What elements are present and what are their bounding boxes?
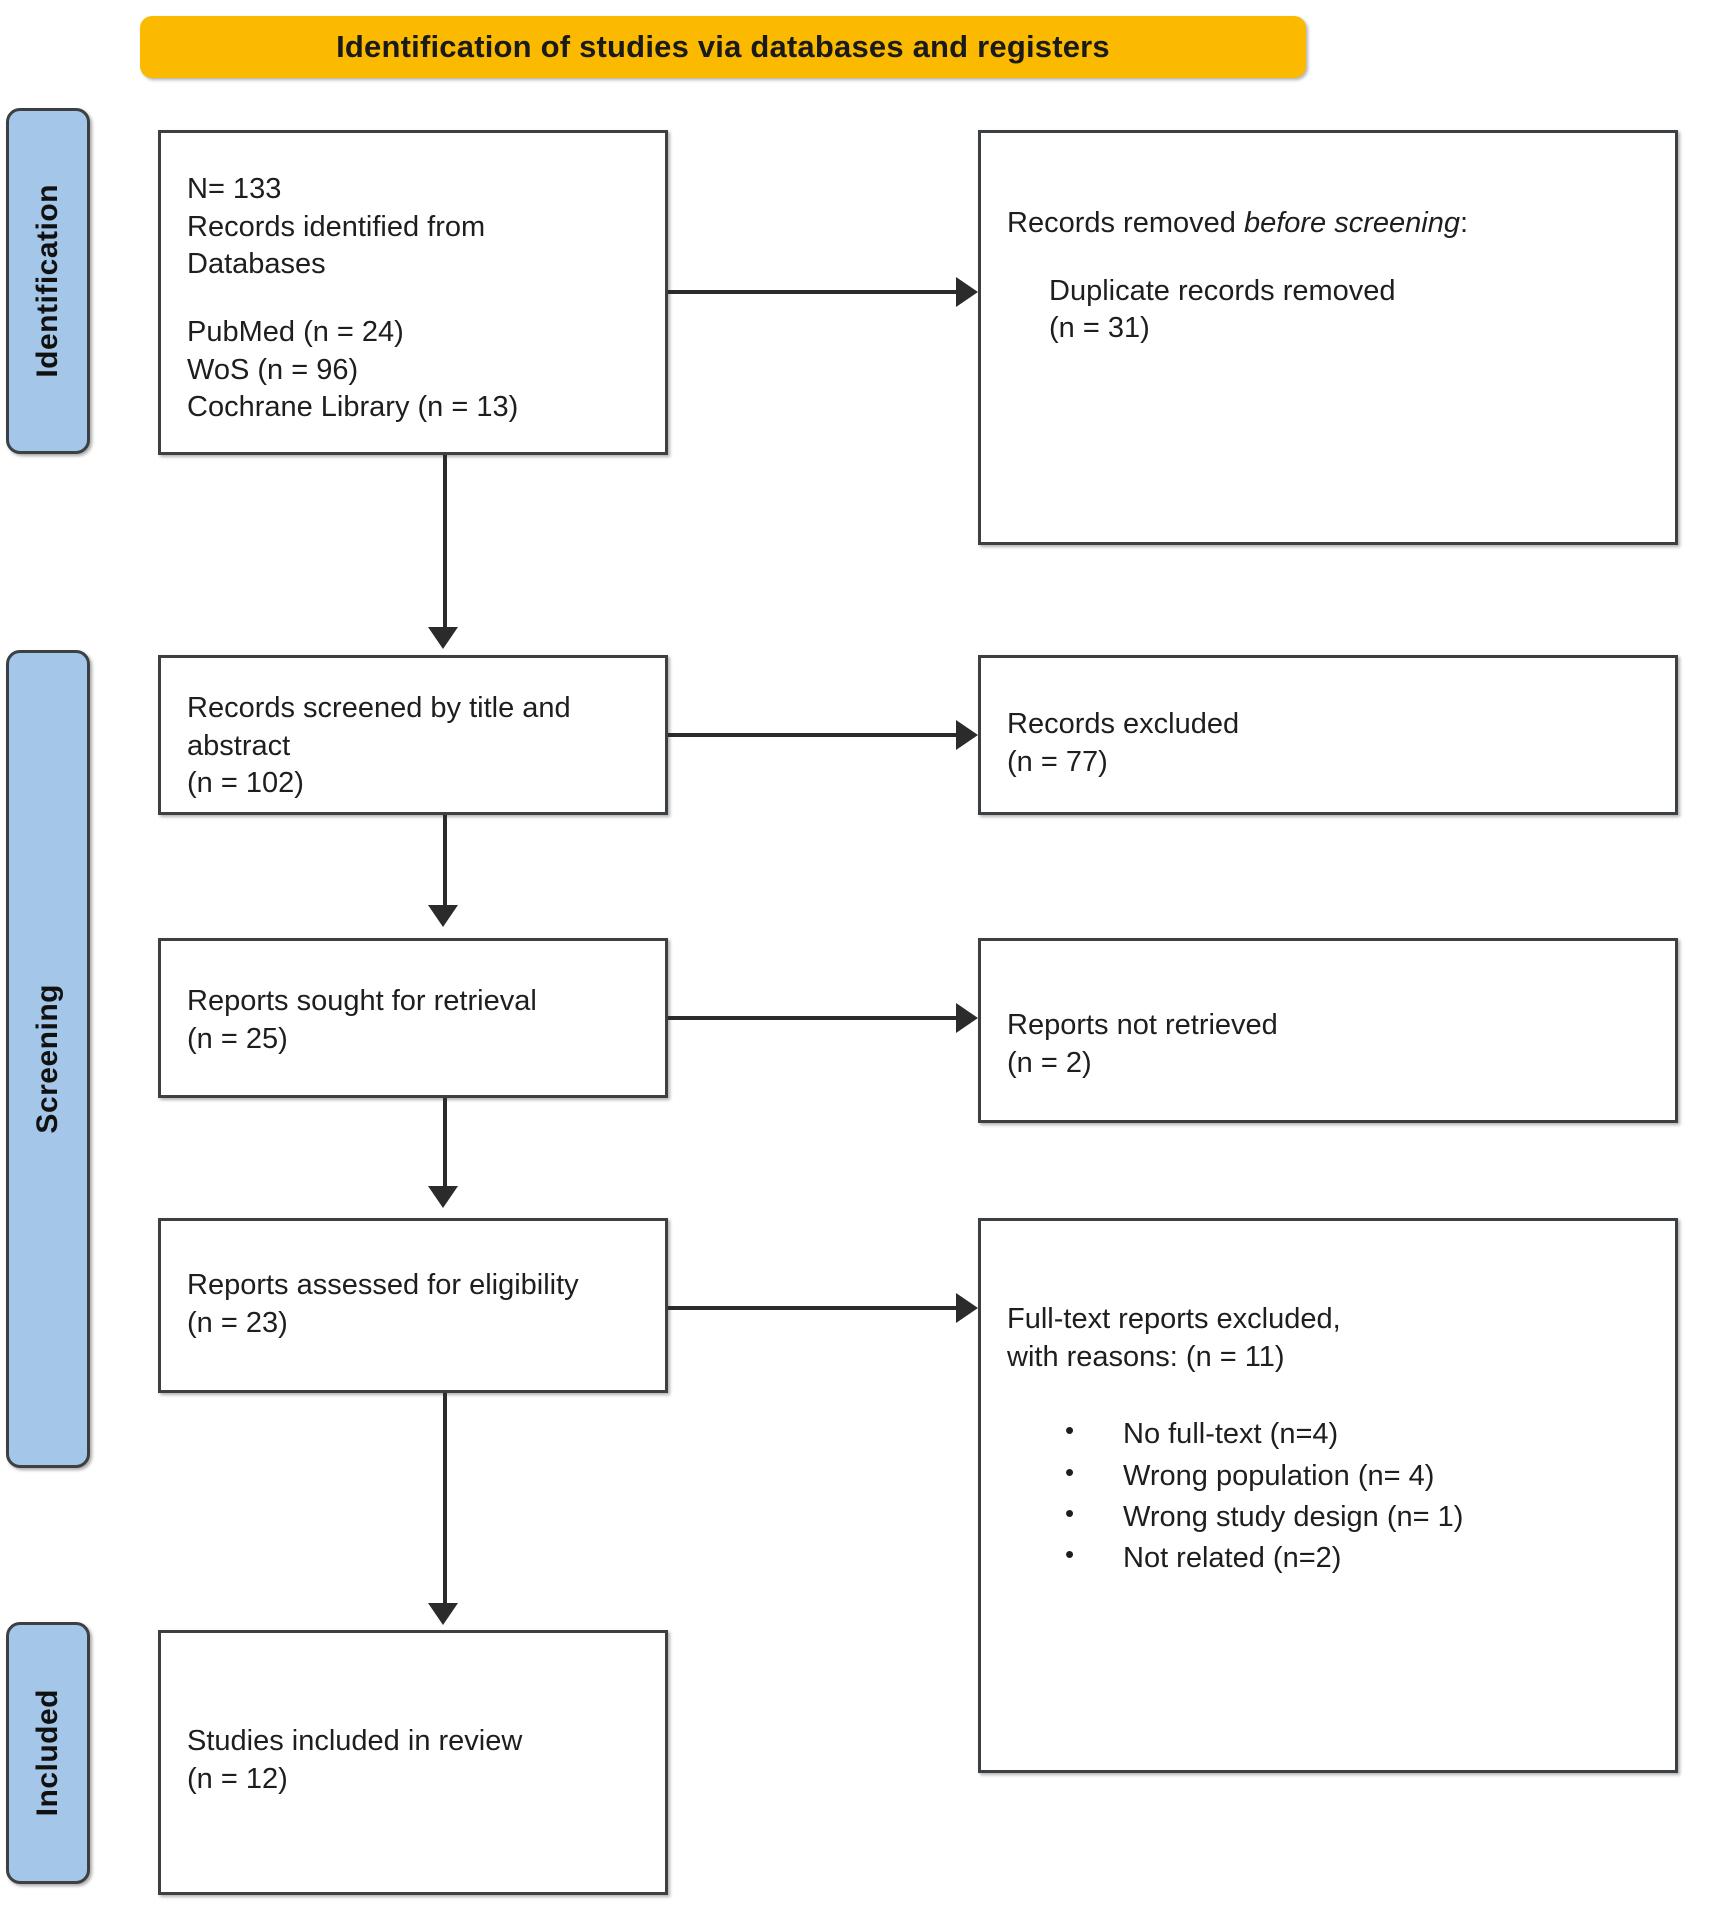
arrow-screened-to-excluded — [956, 720, 978, 750]
stage-label-identification: Identification — [6, 108, 90, 454]
fulltext-excluded-reasons-list: No full-text (n=4) Wrong population (n= … — [1007, 1412, 1649, 1579]
reports-sought-count: (n = 25) — [187, 1022, 288, 1055]
box-records-screened: Records screened by title and abstract (… — [158, 655, 668, 815]
records-removed-heading: Records removed before screening: — [1007, 205, 1649, 243]
arrow-screened-to-sought — [428, 905, 458, 927]
records-removed-heading-suffix: : — [1459, 207, 1469, 239]
connector-identified-to-removed — [668, 290, 956, 294]
list-item: No full-text (n=4) — [1065, 1412, 1649, 1455]
stage-label-screening: Screening — [6, 650, 90, 1468]
reports-not-retrieved-label: Reports not retrieved — [1007, 1009, 1278, 1041]
arrow-identified-to-screened — [428, 627, 458, 649]
arrow-sought-to-notretrieved — [956, 1003, 978, 1033]
reports-assessed-count: (n = 23) — [187, 1306, 288, 1339]
records-screened-label-2: abstract — [187, 729, 291, 762]
list-item: Wrong study design (n= 1) — [1065, 1495, 1649, 1538]
diagram-header-banner: Identification of studies via databases … — [140, 16, 1306, 78]
arrow-assessed-to-fulltext — [956, 1293, 978, 1323]
records-identified-label-2: Databases — [187, 248, 326, 281]
connector-sought-to-notretrieved — [668, 1016, 956, 1020]
records-identified-source-pubmed: PubMed (n = 24) — [187, 316, 404, 349]
records-screened-label-1: Records screened by title and — [187, 692, 571, 724]
connector-screened-to-excluded — [668, 733, 956, 737]
stage-label-identification-text: Identification — [31, 184, 64, 378]
records-identified-source-wos: WoS (n = 96) — [187, 353, 359, 386]
duplicate-records-removed-label: Duplicate records removed — [1049, 274, 1396, 307]
records-excluded-count: (n = 77) — [1007, 745, 1108, 778]
duplicate-records-removed-count: (n = 31) — [1049, 312, 1150, 345]
list-item: Not related (n=2) — [1065, 1536, 1649, 1579]
box-reports-not-retrieved: Reports not retrieved (n = 2) — [978, 938, 1678, 1123]
fulltext-excluded-label-2: with reasons: (n = 11) — [1007, 1340, 1285, 1373]
studies-included-count: (n = 12) — [187, 1762, 288, 1795]
records-identified-label-1: Records identified from — [187, 210, 486, 243]
connector-assessed-to-included — [443, 1393, 447, 1603]
diagram-title: Identification of studies via databases … — [336, 29, 1110, 64]
stage-label-screening-text: Screening — [31, 984, 64, 1134]
records-identified-source-cochrane: Cochrane Library (n = 13) — [187, 391, 519, 424]
connector-sought-to-assessed — [443, 1098, 447, 1186]
arrow-sought-to-assessed — [428, 1186, 458, 1208]
arrow-identified-to-removed — [956, 277, 978, 307]
connector-identified-to-screened — [443, 455, 447, 627]
records-identified-n: N= 133 — [187, 173, 282, 205]
reports-not-retrieved-count: (n = 2) — [1007, 1046, 1092, 1079]
connector-assessed-to-fulltext — [668, 1306, 956, 1310]
box-records-removed-before-screening: Records removed before screening: Duplic… — [978, 130, 1678, 545]
arrow-assessed-to-included — [428, 1603, 458, 1625]
reports-sought-label: Reports sought for retrieval — [187, 985, 537, 1017]
records-removed-heading-prefix: Records removed — [1007, 207, 1244, 239]
studies-included-label: Studies included in review — [187, 1725, 523, 1757]
records-removed-heading-italic: before screening — [1243, 207, 1460, 239]
box-records-excluded: Records excluded (n = 77) — [978, 655, 1678, 815]
fulltext-excluded-label-1: Full-text reports excluded, — [1007, 1303, 1341, 1335]
box-reports-sought: Reports sought for retrieval (n = 25) — [158, 938, 668, 1098]
box-records-identified: N= 133 Records identified from Databases… — [158, 130, 668, 455]
box-studies-included: Studies included in review (n = 12) — [158, 1630, 668, 1895]
box-reports-assessed: Reports assessed for eligibility (n = 23… — [158, 1218, 668, 1393]
stage-label-included-text: Included — [31, 1689, 64, 1817]
connector-screened-to-sought — [443, 815, 447, 905]
records-screened-count: (n = 102) — [187, 767, 304, 800]
list-item: Wrong population (n= 4) — [1065, 1454, 1649, 1497]
box-fulltext-reports-excluded: Full-text reports excluded, with reasons… — [978, 1218, 1678, 1773]
records-excluded-label: Records excluded — [1007, 708, 1240, 740]
reports-assessed-label: Reports assessed for eligibility — [187, 1269, 579, 1301]
stage-label-included: Included — [6, 1622, 90, 1884]
